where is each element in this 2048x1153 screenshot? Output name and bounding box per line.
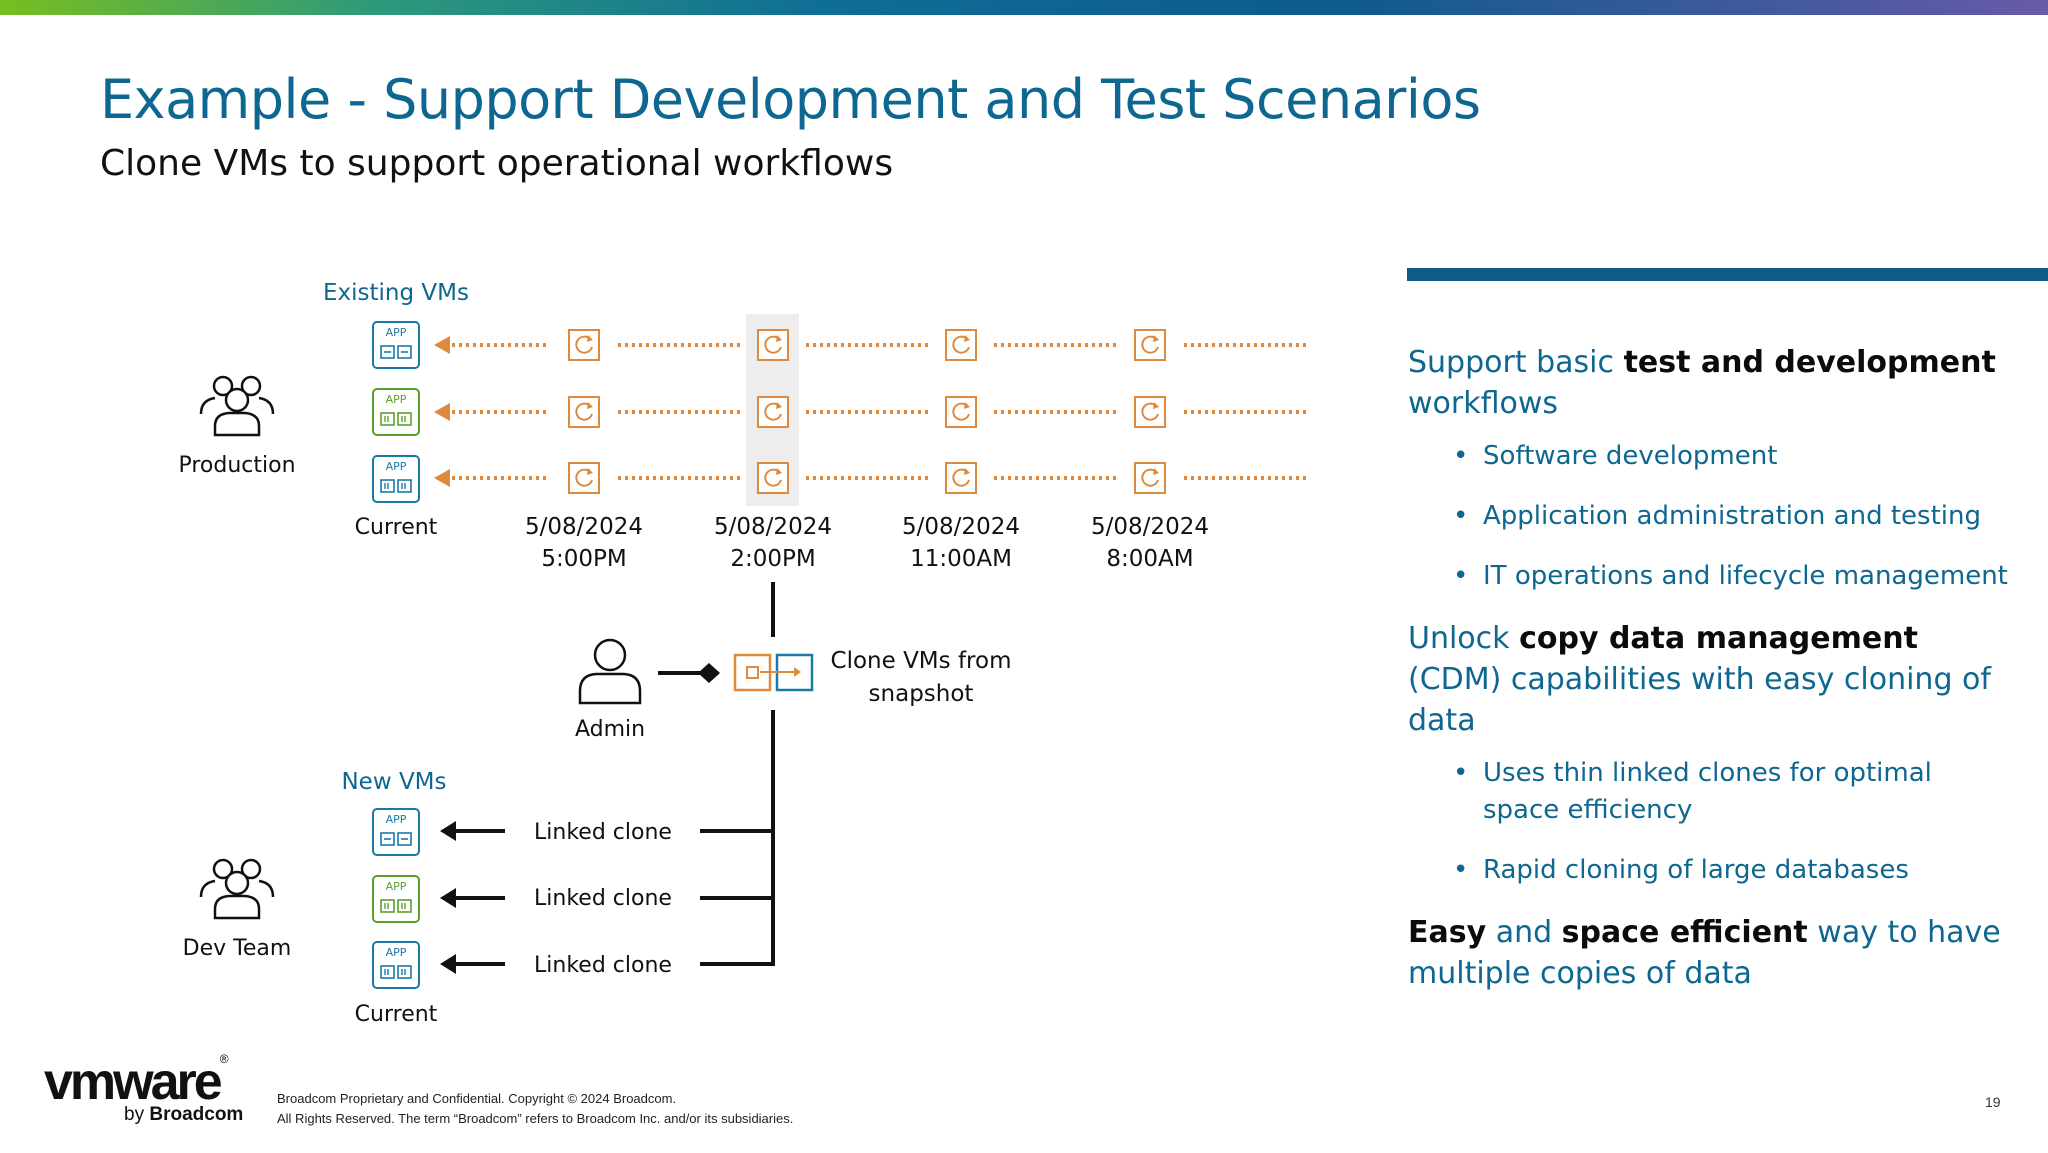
snapshot-date: 5/08/2024 — [902, 514, 1020, 540]
snapshot-time: 5:00PM — [541, 546, 626, 572]
snapshot-icon — [945, 462, 977, 494]
snapshot-date: 5/08/2024 — [525, 514, 643, 540]
snapshot-icon — [1134, 462, 1166, 494]
snapshot-date: 5/08/2024 — [1091, 514, 1209, 540]
users-group-icon — [199, 375, 275, 437]
snapshot-icon — [568, 462, 600, 494]
snapshot-icon — [568, 329, 600, 361]
snapshot-icon — [1134, 329, 1166, 361]
snapshot-timestamps: 5/08/2024 5:00PM 5/08/2024 2:00PM 5/08/2… — [525, 514, 1209, 572]
linked-clone-label: Linked clone — [534, 820, 672, 845]
snapshot-icon — [757, 396, 789, 428]
logo-registered-mark: ® — [219, 1052, 229, 1066]
snapshot-icons — [568, 329, 1166, 494]
snapshot-chain — [452, 343, 1310, 480]
benefits-panel: Support basic test and development workf… — [1408, 342, 2008, 994]
list-item: IT operations and lifecycle management — [1453, 558, 2008, 595]
snapshot-icon — [945, 329, 977, 361]
clone-icon — [733, 653, 814, 692]
benefit-list: Software development Application adminis… — [1408, 438, 2008, 595]
admin-arrow-diamond — [698, 663, 720, 683]
list-item: Uses thin linked clones for optimal spac… — [1453, 755, 2008, 829]
snapshot-icon — [757, 329, 789, 361]
benefit-heading: Unlock copy data management (CDM) capabi… — [1408, 621, 1991, 738]
current-label: Current — [355, 515, 438, 540]
users-group-icon — [199, 858, 275, 920]
new-vms-label: New VMs — [341, 769, 446, 795]
snapshot-icon — [945, 396, 977, 428]
benefit-list: Uses thin linked clones for optimal spac… — [1408, 755, 2008, 889]
snapshot-time: 11:00AM — [910, 546, 1012, 572]
copyright-line: Broadcom Proprietary and Confidential. C… — [277, 1091, 677, 1106]
copyright-line: All Rights Reserved. The term “Broadcom”… — [277, 1111, 794, 1126]
app-vm-icon — [372, 875, 420, 923]
admin-person-icon — [578, 638, 642, 705]
page-title: Example - Support Development and Test S… — [100, 68, 1481, 131]
right-accent-bar — [1407, 268, 2048, 281]
snapshot-icon — [1134, 396, 1166, 428]
app-vm-icon — [372, 808, 420, 856]
snapshot-date: 5/08/2024 — [714, 514, 832, 540]
clone-label-line2: snapshot — [869, 681, 974, 707]
vmware-logo: vmware® by Broadcom — [44, 1052, 243, 1125]
clone-label-line1: Clone VMs from — [831, 648, 1012, 674]
copyright-notice: Broadcom Proprietary and Confidential. C… — [277, 1089, 793, 1129]
linked-clone-lines — [456, 829, 773, 966]
production-label: Production — [178, 453, 295, 478]
benefit-heading: Easy and space efficient way to have mul… — [1408, 915, 2001, 991]
snapshot-icon — [568, 396, 600, 428]
page-subtitle: Clone VMs to support operational workflo… — [100, 143, 894, 184]
linked-clone-label: Linked clone — [534, 886, 672, 911]
page-number: 19 — [1985, 1094, 2001, 1110]
benefit-heading: Support basic test and development workf… — [1408, 345, 1996, 421]
list-item: Rapid cloning of large databases — [1453, 852, 2008, 889]
list-item: Software development — [1453, 438, 2008, 475]
snapshot-arrowheads — [434, 336, 450, 487]
app-vm-icon — [372, 321, 420, 369]
top-gradient-bar — [0, 0, 2048, 15]
list-item: Application administration and testing — [1453, 498, 2008, 535]
admin-label: Admin — [575, 717, 645, 742]
logo-wordmark: vmware — [44, 1053, 223, 1111]
snapshot-time: 8:00AM — [1106, 546, 1193, 572]
linked-clone-label: Linked clone — [534, 953, 672, 978]
app-vm-icon — [372, 941, 420, 989]
linked-clone-arrowheads — [440, 821, 456, 974]
snapshot-icon — [757, 462, 789, 494]
current-label: Current — [355, 1002, 438, 1027]
existing-vms-label: Existing VMs — [323, 280, 469, 306]
app-vm-icon — [372, 455, 420, 503]
snapshot-time: 2:00PM — [730, 546, 815, 572]
dev-team-label: Dev Team — [183, 936, 292, 961]
linked-clone-labels: Linked clone Linked clone Linked clone — [534, 820, 672, 978]
logo-byline: by Broadcom — [124, 1104, 244, 1125]
app-vm-icon — [372, 388, 420, 436]
